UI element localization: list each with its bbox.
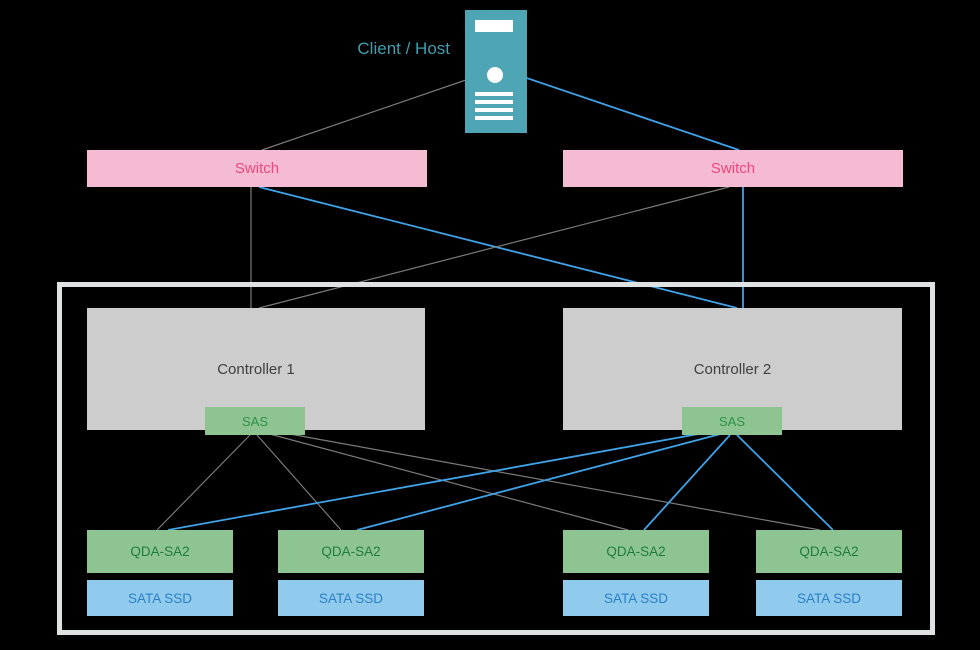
switch-1: Switch (87, 150, 427, 187)
sata-ssd-1: SATA SSD (87, 580, 233, 616)
wire-sas-2-to-qda-1 (167, 428, 727, 531)
storage-enclosure (57, 282, 935, 635)
qda-adapter-2: QDA-SA2 (278, 530, 424, 573)
wire-sas-1-to-qda-3 (261, 431, 629, 531)
wire-sas-1-to-qda-1 (156, 434, 251, 531)
wire-sas-1-to-qda-2 (256, 434, 342, 531)
wire-switch-1-to-controller-2 (258, 186, 738, 309)
wire-sas-2-to-qda-3 (643, 434, 731, 531)
sata-ssd-3: SATA SSD (563, 580, 709, 616)
server-vent-grill-icon (475, 92, 513, 124)
server-icon (465, 10, 527, 133)
server-power-button-icon (487, 67, 503, 83)
qda-adapter-4: QDA-SA2 (756, 530, 902, 573)
qda-adapter-3: QDA-SA2 (563, 530, 709, 573)
sata-ssd-2: SATA SSD (278, 580, 424, 616)
wire-client-host-to-switch-1 (261, 69, 496, 151)
switch-2: Switch (563, 150, 903, 187)
client-host-label: Client / Host (357, 39, 450, 58)
wire-switch-2-to-controller-1 (258, 186, 730, 309)
controller-1-sas-port: SAS (205, 407, 305, 435)
wire-sas-1-to-qda-4 (261, 428, 821, 531)
wire-sas-2-to-qda-2 (356, 431, 729, 531)
wire-sas-2-to-qda-4 (736, 434, 834, 531)
server-drive-slot-icon (475, 20, 513, 32)
controller-2-sas-port: SAS (682, 407, 782, 435)
qda-adapter-1: QDA-SA2 (87, 530, 233, 573)
sata-ssd-4: SATA SSD (756, 580, 902, 616)
wire-client-host-to-switch-2 (496, 67, 740, 151)
